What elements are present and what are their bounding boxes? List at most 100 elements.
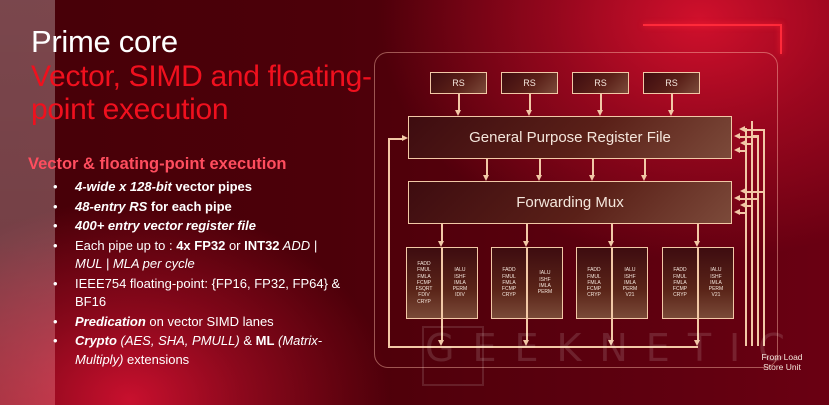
general-purpose-register-file: General Purpose Register File (408, 116, 732, 159)
connector-line (458, 94, 460, 110)
exec-op-label: IALU (624, 267, 636, 274)
feedback-line (388, 138, 390, 347)
left-accent-strip (0, 0, 55, 405)
exec-op-label: FCMP (672, 286, 688, 293)
exec-op-label: IMLA (710, 279, 722, 286)
exec-op-label: V21 (711, 292, 721, 299)
bullet-text: INT32 (244, 237, 280, 253)
exec-op-label: PERM (622, 286, 638, 293)
bullet-text: 400+ entry vector register file (75, 218, 257, 233)
arrow-left-icon (740, 140, 746, 146)
exec-op-label: CRYP (417, 298, 431, 305)
bullet-item: Each pipe up to : 4x FP32 or INT32 ADD |… (53, 237, 343, 274)
exec-op-label: FMUL (587, 273, 601, 280)
exec-op-label: IMLA (454, 279, 466, 286)
bullet-item: Predication on vector SIMD lanes (53, 313, 343, 332)
arrow-left-icon (740, 202, 746, 208)
feed-line-gprf (740, 150, 746, 152)
rs-block-3: RS (572, 72, 629, 94)
exec-op-label: ISHF (454, 273, 466, 280)
exec-op-label: CRYP (673, 292, 687, 299)
exec-op-label: ISHF (624, 273, 636, 280)
bullet-text: or (225, 237, 245, 253)
feed-line-gprf (746, 129, 764, 131)
exec-op-label: FMUL (673, 273, 687, 280)
exec-op-label: FADD (673, 267, 687, 274)
exec-op-label: FCMP (416, 279, 432, 286)
exec-op-label: FDIV (418, 292, 430, 299)
writeback-bus (388, 346, 698, 348)
pipeline-diagram-frame (374, 52, 778, 368)
exec-op-label: PERM (537, 289, 553, 296)
slide-subtitle: Vector, SIMD and floating-point executio… (31, 60, 372, 126)
bullet-text: Each pipe up to : (75, 237, 177, 253)
feature-bullet-list: 4-wide x 128-bit vector pipes48-entry RS… (53, 178, 343, 370)
connector-line (644, 159, 646, 175)
arrow-down-icon (694, 340, 700, 346)
exec-op-label: IMLA (539, 283, 551, 289)
arrow-down-icon (523, 340, 529, 346)
connector-line (697, 224, 699, 241)
exec-op-label: IDIV (455, 292, 465, 299)
from-load-store-label: From Load Store Unit (761, 352, 803, 372)
arrow-left-icon (739, 126, 745, 132)
exec-op-label: FMUL (502, 273, 516, 280)
bullet-text: (AES, SHA, PMULL) (116, 333, 240, 348)
arrow-down-icon (694, 241, 700, 247)
bullet-text: extensions (123, 351, 190, 367)
exec-op-label: FSQRT (415, 286, 433, 293)
exec-op-label: FADD (417, 260, 431, 267)
bullet-text: Predication (75, 313, 146, 329)
rs-block-2: RS (501, 72, 558, 94)
bullet-item: IEEE754 floating-point: {FP16, FP32, FP6… (53, 275, 343, 312)
arrow-down-icon (438, 241, 444, 247)
watermark-logo-icon (422, 326, 484, 386)
arrow-right-icon (402, 135, 408, 141)
feed-line-mux (746, 205, 752, 207)
arrow-down-icon (438, 340, 444, 346)
bullet-item: 48-entry RS for each pipe (53, 198, 343, 217)
arrow-down-icon (455, 110, 461, 116)
bullet-item: Crypto (AES, SHA, PMULL) & ML (Matrix-Mu… (53, 332, 343, 369)
arrow-left-icon (734, 195, 740, 201)
feed-line-mux (740, 212, 746, 214)
arrow-down-icon (483, 175, 489, 181)
arrow-left-icon (740, 188, 746, 194)
exec-op-label: FADD (502, 267, 516, 274)
connector-line (529, 94, 531, 110)
connector-line (611, 224, 613, 241)
connector-line (592, 159, 594, 175)
bullet-text: IEEE754 floating-point: {FP16, FP32, FP6… (75, 275, 341, 310)
connector-line (441, 319, 443, 342)
bullet-text: & (239, 333, 256, 348)
feed-line-gprf (740, 136, 758, 138)
exec-op-label: FMLA (502, 279, 516, 286)
load-store-line (763, 129, 765, 346)
slide-title: Prime core (31, 24, 178, 59)
exec-op-label: PERM (708, 286, 724, 293)
connector-line (526, 224, 528, 241)
connector-line (752, 135, 758, 137)
connector-line (539, 159, 541, 175)
arrow-down-icon (641, 175, 647, 181)
rs-block-1: RS (430, 72, 487, 94)
bullet-text: (Matrix-Multiply) (75, 333, 323, 367)
rs-block-4: RS (643, 72, 700, 94)
load-store-line (745, 128, 747, 346)
arrow-down-icon (597, 110, 603, 116)
exec-op-label: IMLA (624, 279, 636, 286)
exec-op-label: FMLA (673, 279, 687, 286)
bullet-text: ADD | MUL | MLA per cycle (75, 237, 318, 272)
section-heading: Vector & floating-point execution (28, 155, 287, 173)
bullet-text: 4x FP32 (176, 237, 226, 253)
bullet-item: 4-wide x 128-bit vector pipes (53, 178, 343, 197)
bullet-text: Crypto (75, 333, 117, 348)
bullet-text: 48-entry RS (75, 198, 148, 214)
connector-line (671, 94, 673, 110)
